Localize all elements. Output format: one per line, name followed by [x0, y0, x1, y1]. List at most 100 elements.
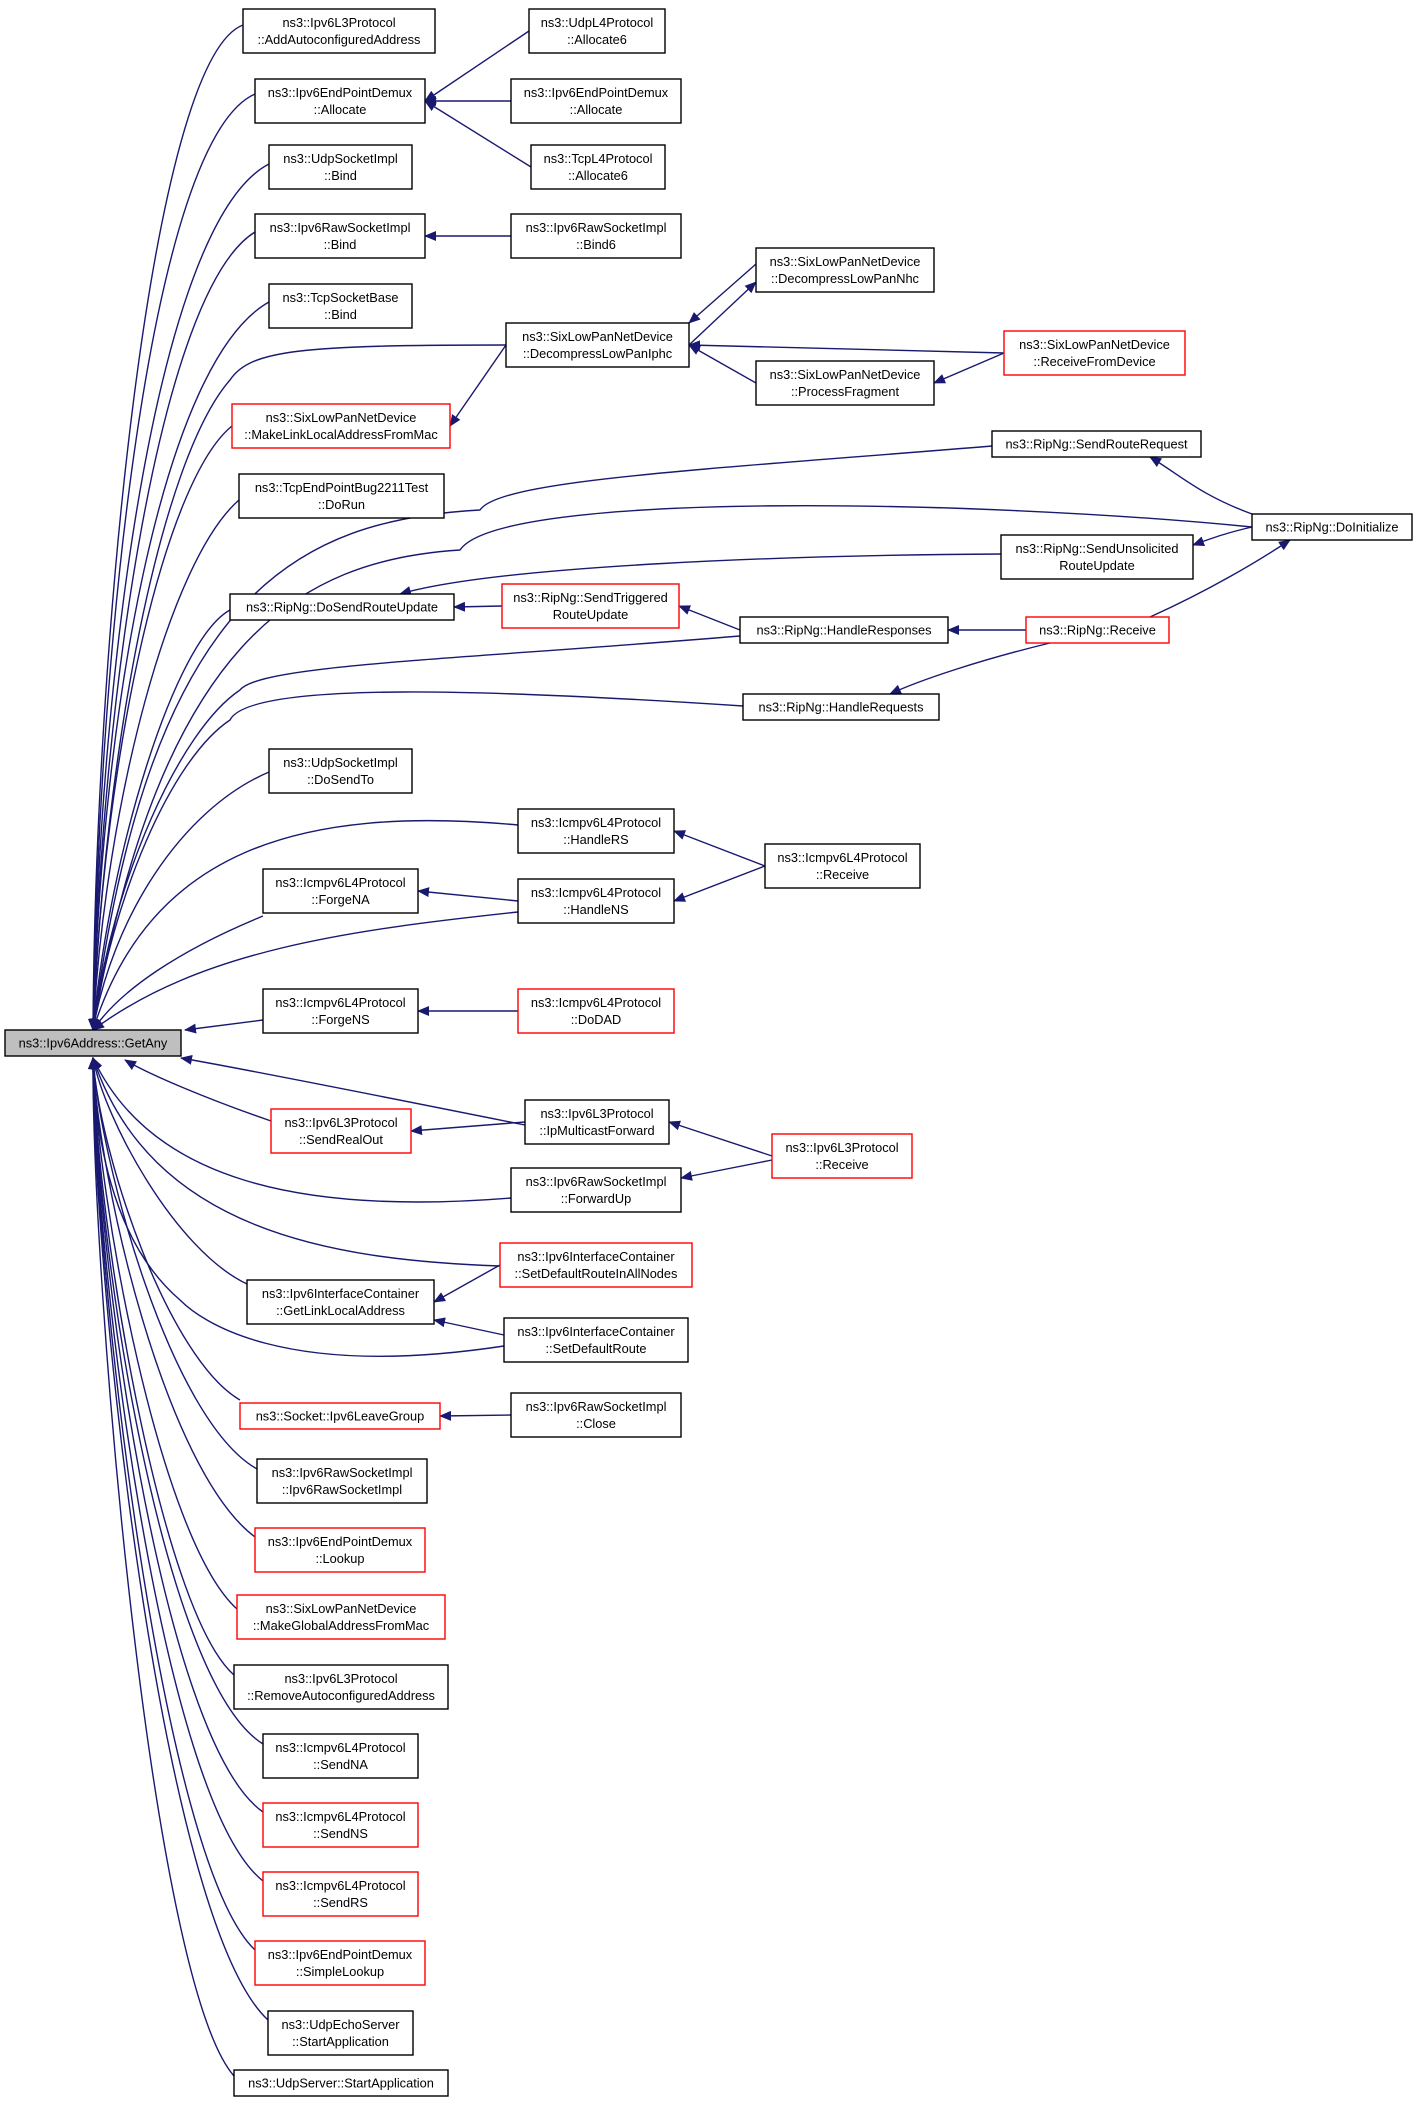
- edge-rip_doinit-to-rip_sendreq: [1149, 456, 1253, 515]
- node-udp4_alloc6[interactable]: ns3::UdpL4Protocol::Allocate6: [528, 8, 666, 54]
- node-box: [517, 878, 675, 924]
- node-label-line: ::SimpleLookup: [296, 1964, 384, 1979]
- node-raw_fwdup[interactable]: ns3::Ipv6RawSocketImpl::ForwardUp: [510, 1167, 682, 1213]
- node-slp_mkll[interactable]: ns3::SixLowPanNetDevice::MakeLinkLocalAd…: [231, 403, 451, 449]
- node-tcp_bind[interactable]: ns3::TcpSocketBase::Bind: [268, 283, 413, 329]
- edge-rip_sendtrig-to-rip_dosend: [453, 601, 503, 612]
- node-epd_lookup[interactable]: ns3::Ipv6EndPointDemux::Lookup: [254, 1527, 426, 1573]
- edge-slp_decompiphc-to-slp_decompnhc: [688, 281, 757, 346]
- edge-line: [88, 499, 240, 1031]
- node-raw_bind[interactable]: ns3::Ipv6RawSocketImpl::Bind: [254, 213, 426, 259]
- node-echo_start[interactable]: ns3::UdpEchoServer::StartApplication: [267, 2010, 414, 2056]
- node-label-line: ::IpMulticastForward: [539, 1123, 654, 1138]
- node-udp_dosendto[interactable]: ns3::UdpSocketImpl::DoSendTo: [268, 748, 413, 794]
- node-rip_receive[interactable]: ns3::RipNg::Receive: [1025, 616, 1170, 644]
- node-l3_ipmcast[interactable]: ns3::Ipv6L3Protocol::IpMulticastForward: [524, 1099, 670, 1145]
- node-box: [267, 2010, 414, 2056]
- node-slp_recvdev[interactable]: ns3::SixLowPanNetDevice::ReceiveFromDevi…: [1003, 330, 1186, 376]
- node-label-line: ::Receive: [815, 1157, 868, 1172]
- edge-tcp_bug-to-getany: [88, 499, 240, 1031]
- node-getany[interactable]: ns3::Ipv6Address::GetAny: [4, 1029, 182, 1057]
- node-box: [510, 213, 682, 259]
- node-box: [246, 1279, 435, 1325]
- edge-epd_simple-to-getany: [88, 1057, 256, 1951]
- node-slp_mkglobal[interactable]: ns3::SixLowPanNetDevice::MakeGlobalAddre…: [236, 1594, 446, 1640]
- node-rip_handleresp[interactable]: ns3::RipNg::HandleResponses: [739, 616, 949, 644]
- node-label-line: ::StartApplication: [292, 2034, 389, 2049]
- edge-line: [688, 263, 757, 324]
- node-raw_ctor[interactable]: ns3::Ipv6RawSocketImpl::Ipv6RawSocketImp…: [256, 1458, 428, 1504]
- node-label-line: ns3::Icmpv6L4Protocol: [531, 995, 661, 1010]
- edge-rip_receive-to-rip_doinit: [1149, 539, 1291, 618]
- node-label-line: ns3::Ipv6InterfaceContainer: [517, 1324, 675, 1339]
- node-box: [268, 144, 413, 190]
- edge-l3_ipmcast-to-getany: [180, 1054, 526, 1126]
- node-l3_removeauto[interactable]: ns3::Ipv6L3Protocol::RemoveAutoconfigure…: [233, 1664, 449, 1710]
- node-epd_alloc2[interactable]: ns3::Ipv6EndPointDemux::Allocate: [510, 78, 682, 124]
- node-label-line: ::Close: [576, 1416, 616, 1431]
- edge-line: [89, 609, 231, 1031]
- node-icmp_sendna[interactable]: ns3::Icmpv6L4Protocol::SendNA: [262, 1733, 419, 1779]
- node-l3_sendrealout[interactable]: ns3::Ipv6L3Protocol::SendRealOut: [270, 1108, 412, 1154]
- node-label-line: ns3::TcpL4Protocol: [544, 151, 653, 166]
- node-tcp4_alloc6[interactable]: ns3::TcpL4Protocol::Allocate6: [530, 144, 666, 190]
- edge-icmp_handlens-to-getany: [92, 911, 519, 1031]
- node-rip_handlereq[interactable]: ns3::RipNg::HandleRequests: [742, 693, 940, 721]
- node-rip_sendreq[interactable]: ns3::RipNg::SendRouteRequest: [991, 430, 1202, 458]
- node-box: [510, 78, 682, 124]
- node-ic_setdefall[interactable]: ns3::Ipv6InterfaceContainer::SetDefaultR…: [499, 1242, 693, 1288]
- node-label-line: ns3::UdpEchoServer: [281, 2017, 400, 2032]
- node-icmp_handlers[interactable]: ns3::Icmpv6L4Protocol::HandleRS: [517, 808, 675, 854]
- node-l3_receive[interactable]: ns3::Ipv6L3Protocol::Receive: [771, 1133, 913, 1179]
- node-icmp_handlens[interactable]: ns3::Icmpv6L4Protocol::HandleNS: [517, 878, 675, 924]
- node-l3_addauto[interactable]: ns3::Ipv6L3Protocol::AddAutoconfiguredAd…: [242, 8, 436, 54]
- edge-sock_leave-to-getany: [88, 1057, 241, 1401]
- node-box: [262, 868, 419, 914]
- node-raw_bind6[interactable]: ns3::Ipv6RawSocketImpl::Bind6: [510, 213, 682, 259]
- node-box: [503, 1317, 689, 1363]
- node-icmp_sendns[interactable]: ns3::Icmpv6L4Protocol::SendNS: [262, 1802, 419, 1848]
- node-label-line: ns3::Icmpv6L4Protocol: [275, 1878, 405, 1893]
- node-icmp_forgena[interactable]: ns3::Icmpv6L4Protocol::ForgeNA: [262, 868, 419, 914]
- node-epd_simple[interactable]: ns3::Ipv6EndPointDemux::SimpleLookup: [254, 1940, 426, 1986]
- node-label-line: ::SendRealOut: [299, 1132, 383, 1147]
- node-label-line: ns3::Ipv6EndPointDemux: [268, 85, 413, 100]
- node-icmp_forgens[interactable]: ns3::Icmpv6L4Protocol::ForgeNS: [262, 988, 419, 1034]
- node-box: [233, 2069, 449, 2097]
- node-slp_procfrag[interactable]: ns3::SixLowPanNetDevice::ProcessFragment: [755, 360, 935, 406]
- node-rip_dosend[interactable]: ns3::RipNg::DoSendRouteUpdate: [229, 593, 455, 621]
- node-sock_leave[interactable]: ns3::Socket::Ipv6LeaveGroup: [239, 1402, 441, 1430]
- edge-icmp_handlens-to-icmp_forgena: [417, 887, 519, 902]
- node-tcp_bug[interactable]: ns3::TcpEndPointBug2211Test::DoRun: [238, 473, 445, 519]
- node-slp_decompiphc[interactable]: ns3::SixLowPanNetDevice::DecompressLowPa…: [505, 322, 690, 368]
- node-label-line: ns3::Ipv6EndPointDemux: [268, 1947, 413, 1962]
- node-label-line: ns3::Ipv6EndPointDemux: [524, 85, 669, 100]
- node-box: [254, 1527, 426, 1573]
- node-ic_getll[interactable]: ns3::Ipv6InterfaceContainer::GetLinkLoca…: [246, 1279, 435, 1325]
- node-label-line: ns3::Ipv6RawSocketImpl: [272, 1465, 413, 1480]
- node-ic_setdef[interactable]: ns3::Ipv6InterfaceContainer::SetDefaultR…: [503, 1317, 689, 1363]
- edge-ic_getll-to-getany: [90, 1057, 248, 1285]
- node-icmp_dodad[interactable]: ns3::Icmpv6L4Protocol::DoDAD: [517, 988, 675, 1034]
- node-udp_bind[interactable]: ns3::UdpSocketImpl::Bind: [268, 144, 413, 190]
- node-epd_alloc[interactable]: ns3::Ipv6EndPointDemux::Allocate: [254, 78, 426, 124]
- node-label-line: ns3::Ipv6L3Protocol: [540, 1106, 653, 1121]
- node-box: [771, 1133, 913, 1179]
- node-label-line: ::DecompressLowPanNhc: [771, 271, 920, 286]
- node-box: [262, 988, 419, 1034]
- node-box: [764, 843, 921, 889]
- node-slp_decompnhc[interactable]: ns3::SixLowPanNetDevice::DecompressLowPa…: [755, 247, 935, 293]
- node-udpserver_start[interactable]: ns3::UdpServer::StartApplication: [233, 2069, 449, 2097]
- node-label-line: ns3::Ipv6L3Protocol: [284, 1115, 397, 1130]
- node-raw_close[interactable]: ns3::Ipv6RawSocketImpl::Close: [510, 1392, 682, 1438]
- node-box: [755, 360, 935, 406]
- node-icmp_sendrs[interactable]: ns3::Icmpv6L4Protocol::SendRS: [262, 1871, 419, 1917]
- edge-slp_recvdev-to-slp_decompiphc: [688, 340, 1005, 354]
- edge-raw_ctor-to-getany: [88, 1057, 258, 1470]
- node-icmp_receive[interactable]: ns3::Icmpv6L4Protocol::Receive: [764, 843, 921, 889]
- node-label-line: ::ReceiveFromDevice: [1033, 354, 1155, 369]
- node-rip_doinit[interactable]: ns3::RipNg::DoInitialize: [1251, 513, 1413, 541]
- node-label-line: ns3::Socket::Ipv6LeaveGroup: [256, 1409, 425, 1424]
